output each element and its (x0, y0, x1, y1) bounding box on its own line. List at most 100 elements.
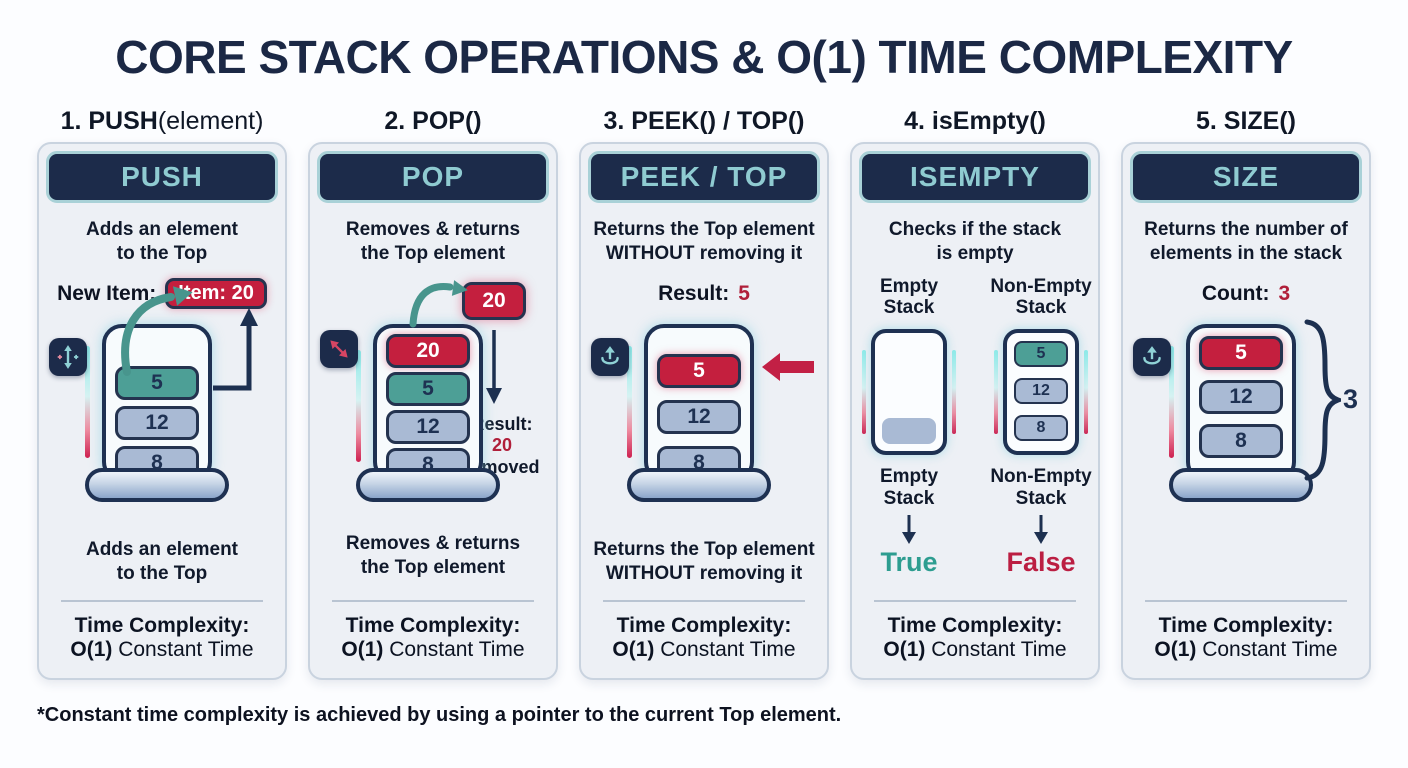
result-label: Result: (658, 281, 730, 305)
big-o: O(1) (70, 638, 113, 661)
column-pop: 2. POP() POP Removes & returns the Top e… (308, 100, 558, 680)
card-push: PUSH Adds an element to the Top New Item… (37, 142, 287, 680)
big-o: O(1) (341, 638, 384, 661)
divider (1145, 600, 1347, 602)
stack-item: 5 (1199, 335, 1283, 370)
gradient-indicator (952, 350, 956, 435)
empty-label-line2: Stack (883, 297, 935, 319)
count-value: 3 (1278, 281, 1291, 305)
time-complexity-label: Time Complexity: (345, 614, 521, 637)
empty-label-line1: Empty (879, 275, 939, 297)
peek-visualization: 5 12 8 (581, 320, 827, 530)
peek-desc-bottom-line1: Returns the Top element (593, 538, 815, 560)
big-o: O(1) (1154, 638, 1197, 661)
pop-description-bottom: Removes & returns the Top element (310, 532, 556, 580)
big-o-rest: Constant Time (654, 638, 796, 661)
nonempty-stack-label-bottom: Non-Empty Stack (990, 466, 1091, 509)
push-description-bottom: Adds an element to the Top (39, 538, 285, 586)
push-header: PUSH (46, 151, 278, 203)
stack-item: 20 (386, 333, 470, 368)
push-desc-line2: to the Top (116, 242, 208, 264)
gradient-indicator (85, 345, 90, 458)
pop-desc-bottom-line1: Removes & returns (345, 532, 521, 554)
stack-item: 12 (657, 399, 741, 434)
pop-description-top: Removes & returns the Top element (310, 218, 556, 266)
big-o-rest: Constant Time (925, 638, 1067, 661)
peek-desc-bottom-rest: removing it (694, 562, 803, 584)
push-description-top: Adds an element to the Top (39, 218, 285, 266)
empty-stack-column: Empty Stack Empty Stack (856, 276, 962, 578)
column-peek: 3. PEEK() / TOP() PEEK / TOP Returns the… (579, 100, 829, 680)
push-signature-args: (element) (157, 106, 264, 135)
empty-stack-label-bottom: Empty Stack (880, 466, 938, 509)
empty-stack-label-top: Empty Stack (880, 276, 938, 319)
push-signature: 1. PUSH(element) (37, 100, 287, 142)
result-value: 5 (738, 281, 750, 305)
push-time-complexity: Time Complexity: O(1) Constant Time (39, 600, 285, 678)
count-label: Count: (1201, 281, 1270, 305)
card-peek: PEEK / TOP Returns the Top element WITHO… (579, 142, 829, 680)
nonempty-label-line1: Non-Empty (990, 275, 1092, 297)
nonempty-stack-visual: 5 12 8 (994, 326, 1088, 458)
gradient-indicator (1084, 350, 1088, 435)
time-complexity-label: Time Complexity: (74, 614, 250, 637)
down-arrow-icon (1034, 514, 1048, 544)
empty-label-b2: Stack (883, 487, 935, 509)
peek-desc-bottom-bold: WITHOUT (605, 562, 695, 584)
down-arrow-icon (486, 329, 502, 404)
peek-signature: 3. PEEK() / TOP() (579, 100, 829, 142)
push-signature-main: 1. PUSH (60, 106, 158, 135)
push-desc-bottom-line2: to the Top (116, 562, 208, 584)
size-time-complexity: Time Complexity: O(1) Constant Time (1123, 600, 1369, 678)
column-size: 5. SIZE() SIZE Returns the number of ele… (1121, 100, 1371, 680)
gradient-indicator (862, 350, 866, 435)
gradient-indicator (356, 349, 361, 462)
time-complexity-value: O(1) Constant Time (39, 638, 285, 662)
size-signature-main: 5. SIZE() (1195, 106, 1296, 135)
divider (874, 600, 1076, 602)
isempty-desc-line2: is empty (936, 242, 1014, 264)
time-complexity-label: Time Complexity: (616, 614, 792, 637)
stack-item: 12 (115, 405, 199, 440)
time-complexity-value: O(1) Constant Time (581, 638, 827, 662)
empty-stack-box (871, 329, 947, 456)
empty-stack-visual (862, 326, 956, 458)
peek-description-bottom: Returns the Top element WITHOUT removing… (581, 538, 827, 586)
big-o-rest: Constant Time (112, 638, 254, 661)
curved-arrow-icon (409, 279, 468, 328)
resize-diagonal-icon (320, 329, 358, 368)
gradient-indicator (627, 345, 632, 458)
stack-box: 5 12 8 (644, 323, 754, 482)
time-complexity-value: O(1) Constant Time (1123, 638, 1369, 662)
cards-row: 1. PUSH(element) PUSH Adds an element to… (0, 100, 1408, 680)
page-title: CORE STACK OPERATIONS & O(1) TIME COMPLE… (115, 31, 1293, 83)
popped-element-badge: 20 (462, 281, 526, 320)
size-desc-line1: Returns the number of (1144, 219, 1348, 240)
pop-time-complexity: Time Complexity: O(1) Constant Time (310, 600, 556, 678)
divider (603, 600, 805, 602)
isempty-time-complexity: Time Complexity: O(1) Constant Time (852, 600, 1098, 678)
stack-item: 8 (1199, 423, 1283, 458)
big-o: O(1) (883, 638, 926, 661)
pop-desc-line2: the Top element (360, 242, 506, 264)
nonempty-stack-box: 5 12 8 (1003, 329, 1079, 456)
gradient-indicator (994, 350, 998, 435)
peek-time-complexity: Time Complexity: O(1) Constant Time (581, 600, 827, 678)
push-visualization: 5 12 8 (39, 286, 285, 530)
peek-header: PEEK / TOP (588, 151, 820, 203)
stack-box: 20 5 12 8 (373, 323, 483, 482)
peek-description-top: Returns the Top element WITHOUT removing… (581, 218, 827, 266)
time-complexity-label: Time Complexity: (1158, 614, 1334, 637)
stack-item: 5 (386, 371, 470, 406)
pop-result: Result: 20 removed (456, 414, 548, 479)
nonempty-label-b2: Stack (1015, 487, 1067, 509)
stack-box: 5 12 8 (1186, 323, 1296, 482)
size-signature: 5. SIZE() (1121, 100, 1371, 142)
empty-label-b1: Empty (879, 466, 939, 488)
card-isempty: ISEMPTY Checks if the stack is empty Emp… (850, 142, 1100, 680)
isempty-header: ISEMPTY (859, 151, 1091, 203)
stack-item: 8 (1014, 415, 1068, 442)
divider (61, 600, 263, 602)
big-o: O(1) (612, 638, 655, 661)
elbow-arrow-icon (213, 307, 258, 391)
